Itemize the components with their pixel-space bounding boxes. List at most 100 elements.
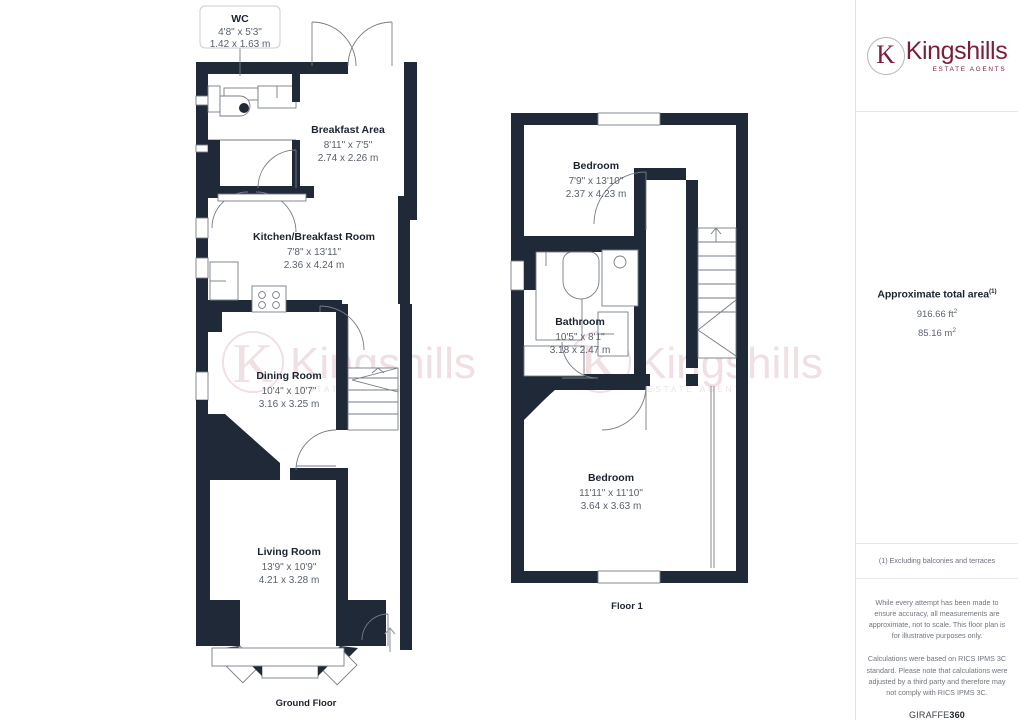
staircase-floor1	[697, 227, 737, 359]
wall-segment	[634, 168, 646, 248]
door-arc	[593, 171, 647, 225]
room-imperial: 4'8" x 5'3"	[218, 27, 262, 38]
wall-segment	[196, 400, 208, 414]
wall-segment	[196, 238, 208, 258]
door-arc	[257, 149, 297, 189]
entrance-door-arc	[361, 613, 389, 641]
window	[195, 371, 209, 401]
wall-segment	[686, 356, 698, 368]
window	[195, 144, 209, 153]
kitchen-fixtures	[209, 261, 287, 313]
room-name: Dining Room	[256, 370, 321, 382]
entrance-arrow	[384, 627, 396, 652]
wall-segment	[511, 113, 524, 261]
floorplan-canvas: K Kingshills ESTATE AGENTS	[195, 5, 823, 709]
wall-segment	[736, 113, 748, 583]
door-arc	[255, 191, 297, 233]
room-imperial: 10'5" x 8'1"	[555, 332, 605, 343]
wc-fitting	[239, 103, 249, 113]
wall-segment	[196, 62, 348, 74]
room-imperial: 11'11" x 11'10"	[579, 488, 643, 499]
wall-segment	[686, 374, 698, 386]
staircase-ground	[347, 318, 399, 431]
wall-segment	[336, 600, 386, 646]
floor1-plan: K Kingshills ESTATE AGENTS	[510, 112, 823, 612]
window	[195, 95, 209, 106]
bathroom-unit	[523, 345, 585, 377]
room-metric: 3.16 x 3.25 m	[259, 399, 320, 410]
room-metric: 3.18 x 2.47 m	[550, 345, 611, 356]
room-metric: 2.37 x 4.23 m	[566, 189, 627, 200]
wall-segment	[196, 480, 210, 614]
wall-segment	[524, 240, 536, 290]
room-label-kitchen-breakfast-room: Kitchen/Breakfast Room 7'8" x 13'11" 2.3…	[253, 231, 375, 271]
wall-segment	[511, 113, 598, 125]
window	[211, 647, 345, 667]
shower	[601, 249, 639, 307]
window	[195, 257, 209, 279]
brand-name: Kingshills	[905, 36, 1008, 65]
wall-segment	[660, 113, 748, 125]
room-metric: 3.64 x 3.63 m	[581, 501, 642, 512]
wall-segment	[400, 304, 412, 650]
wall-segment	[686, 180, 698, 365]
watermark-letter: K	[233, 333, 273, 395]
room-imperial: 7'8" x 13'11"	[287, 247, 342, 258]
room-name: Bedroom	[573, 160, 619, 172]
logo-circle-icon: K	[866, 36, 905, 75]
room-imperial: 7'9" x 13'10"	[569, 176, 624, 187]
wall-segment	[196, 74, 208, 96]
wall-segment	[511, 290, 524, 378]
wall-segment	[196, 105, 208, 145]
room-imperial: 10'4" x 10'7"	[262, 386, 317, 397]
door-arc	[311, 21, 357, 67]
floor-label-floor1: Floor 1	[611, 601, 643, 612]
wall-segment	[404, 62, 417, 190]
total-area-sqft: 916.66 ft2	[866, 308, 1008, 320]
room-label-living-room: Living Room 13'9" x 10'9" 4.21 x 3.28 m	[257, 546, 321, 586]
wall-segment	[511, 378, 568, 430]
room-name: Bathroom	[555, 316, 605, 328]
bathroom-fixtures	[523, 249, 639, 377]
floor-label-ground: Ground Floor	[276, 698, 337, 709]
wall-segment	[511, 571, 599, 583]
total-area-block: Approximate total area(1) 916.66 ft2 85.…	[856, 288, 1018, 339]
room-name: WC	[231, 13, 249, 25]
wall-segment	[196, 300, 208, 350]
door-arc	[319, 305, 365, 351]
watermark-floor1: K Kingshills ESTATE AGENTS	[569, 331, 823, 395]
giraffe-360: 360	[949, 710, 966, 720]
wall-segment	[196, 414, 280, 480]
room-imperial: 8'11" x 7'5"	[324, 140, 373, 151]
footnote-text: (1) Excluding balconies and terraces	[878, 556, 996, 566]
wall-segment	[208, 300, 222, 332]
door-arc	[561, 341, 599, 379]
room-name: Bedroom	[588, 472, 634, 484]
sqm-exponent: 2	[952, 326, 956, 334]
total-area-footnote-marker: (1)	[988, 288, 997, 295]
room-label-bathroom: Bathroom 10'5" x 8'1" 3.18 x 2.47 m	[550, 316, 611, 356]
room-metric: 1.42 x 1.63 m	[210, 39, 271, 50]
total-area-sqm-value: 85.16 m	[918, 327, 953, 339]
wall-segment	[196, 414, 210, 480]
window	[597, 570, 661, 584]
wall-segment	[398, 196, 410, 304]
wall-segment	[196, 350, 208, 372]
wall-segment	[336, 354, 348, 426]
room-name: Breakfast Area	[311, 124, 385, 136]
basin	[613, 255, 627, 269]
room-metric: 4.21 x 3.28 m	[259, 575, 320, 586]
door-arc	[601, 385, 647, 431]
wc-cabinet	[207, 85, 221, 113]
wall-segment	[336, 304, 348, 354]
ground-floor-plan: K Kingshills ESTATE AGENTS	[195, 5, 476, 709]
total-area-title: Approximate total area(1)	[866, 288, 1008, 301]
room-name: Kitchen/Breakfast Room	[253, 231, 375, 243]
logo-letter: K	[876, 39, 896, 69]
panel-spacer	[856, 339, 1018, 543]
room-label-bedroom-1: Bedroom 7'9" x 13'10" 2.37 x 4.23 m	[566, 160, 627, 200]
disclaimer-accuracy: While every attempt has been made to ens…	[868, 597, 1006, 641]
footnote-block: (1) Excluding balconies and terraces	[856, 542, 1018, 579]
room-metric: 2.74 x 2.26 m	[318, 153, 379, 164]
